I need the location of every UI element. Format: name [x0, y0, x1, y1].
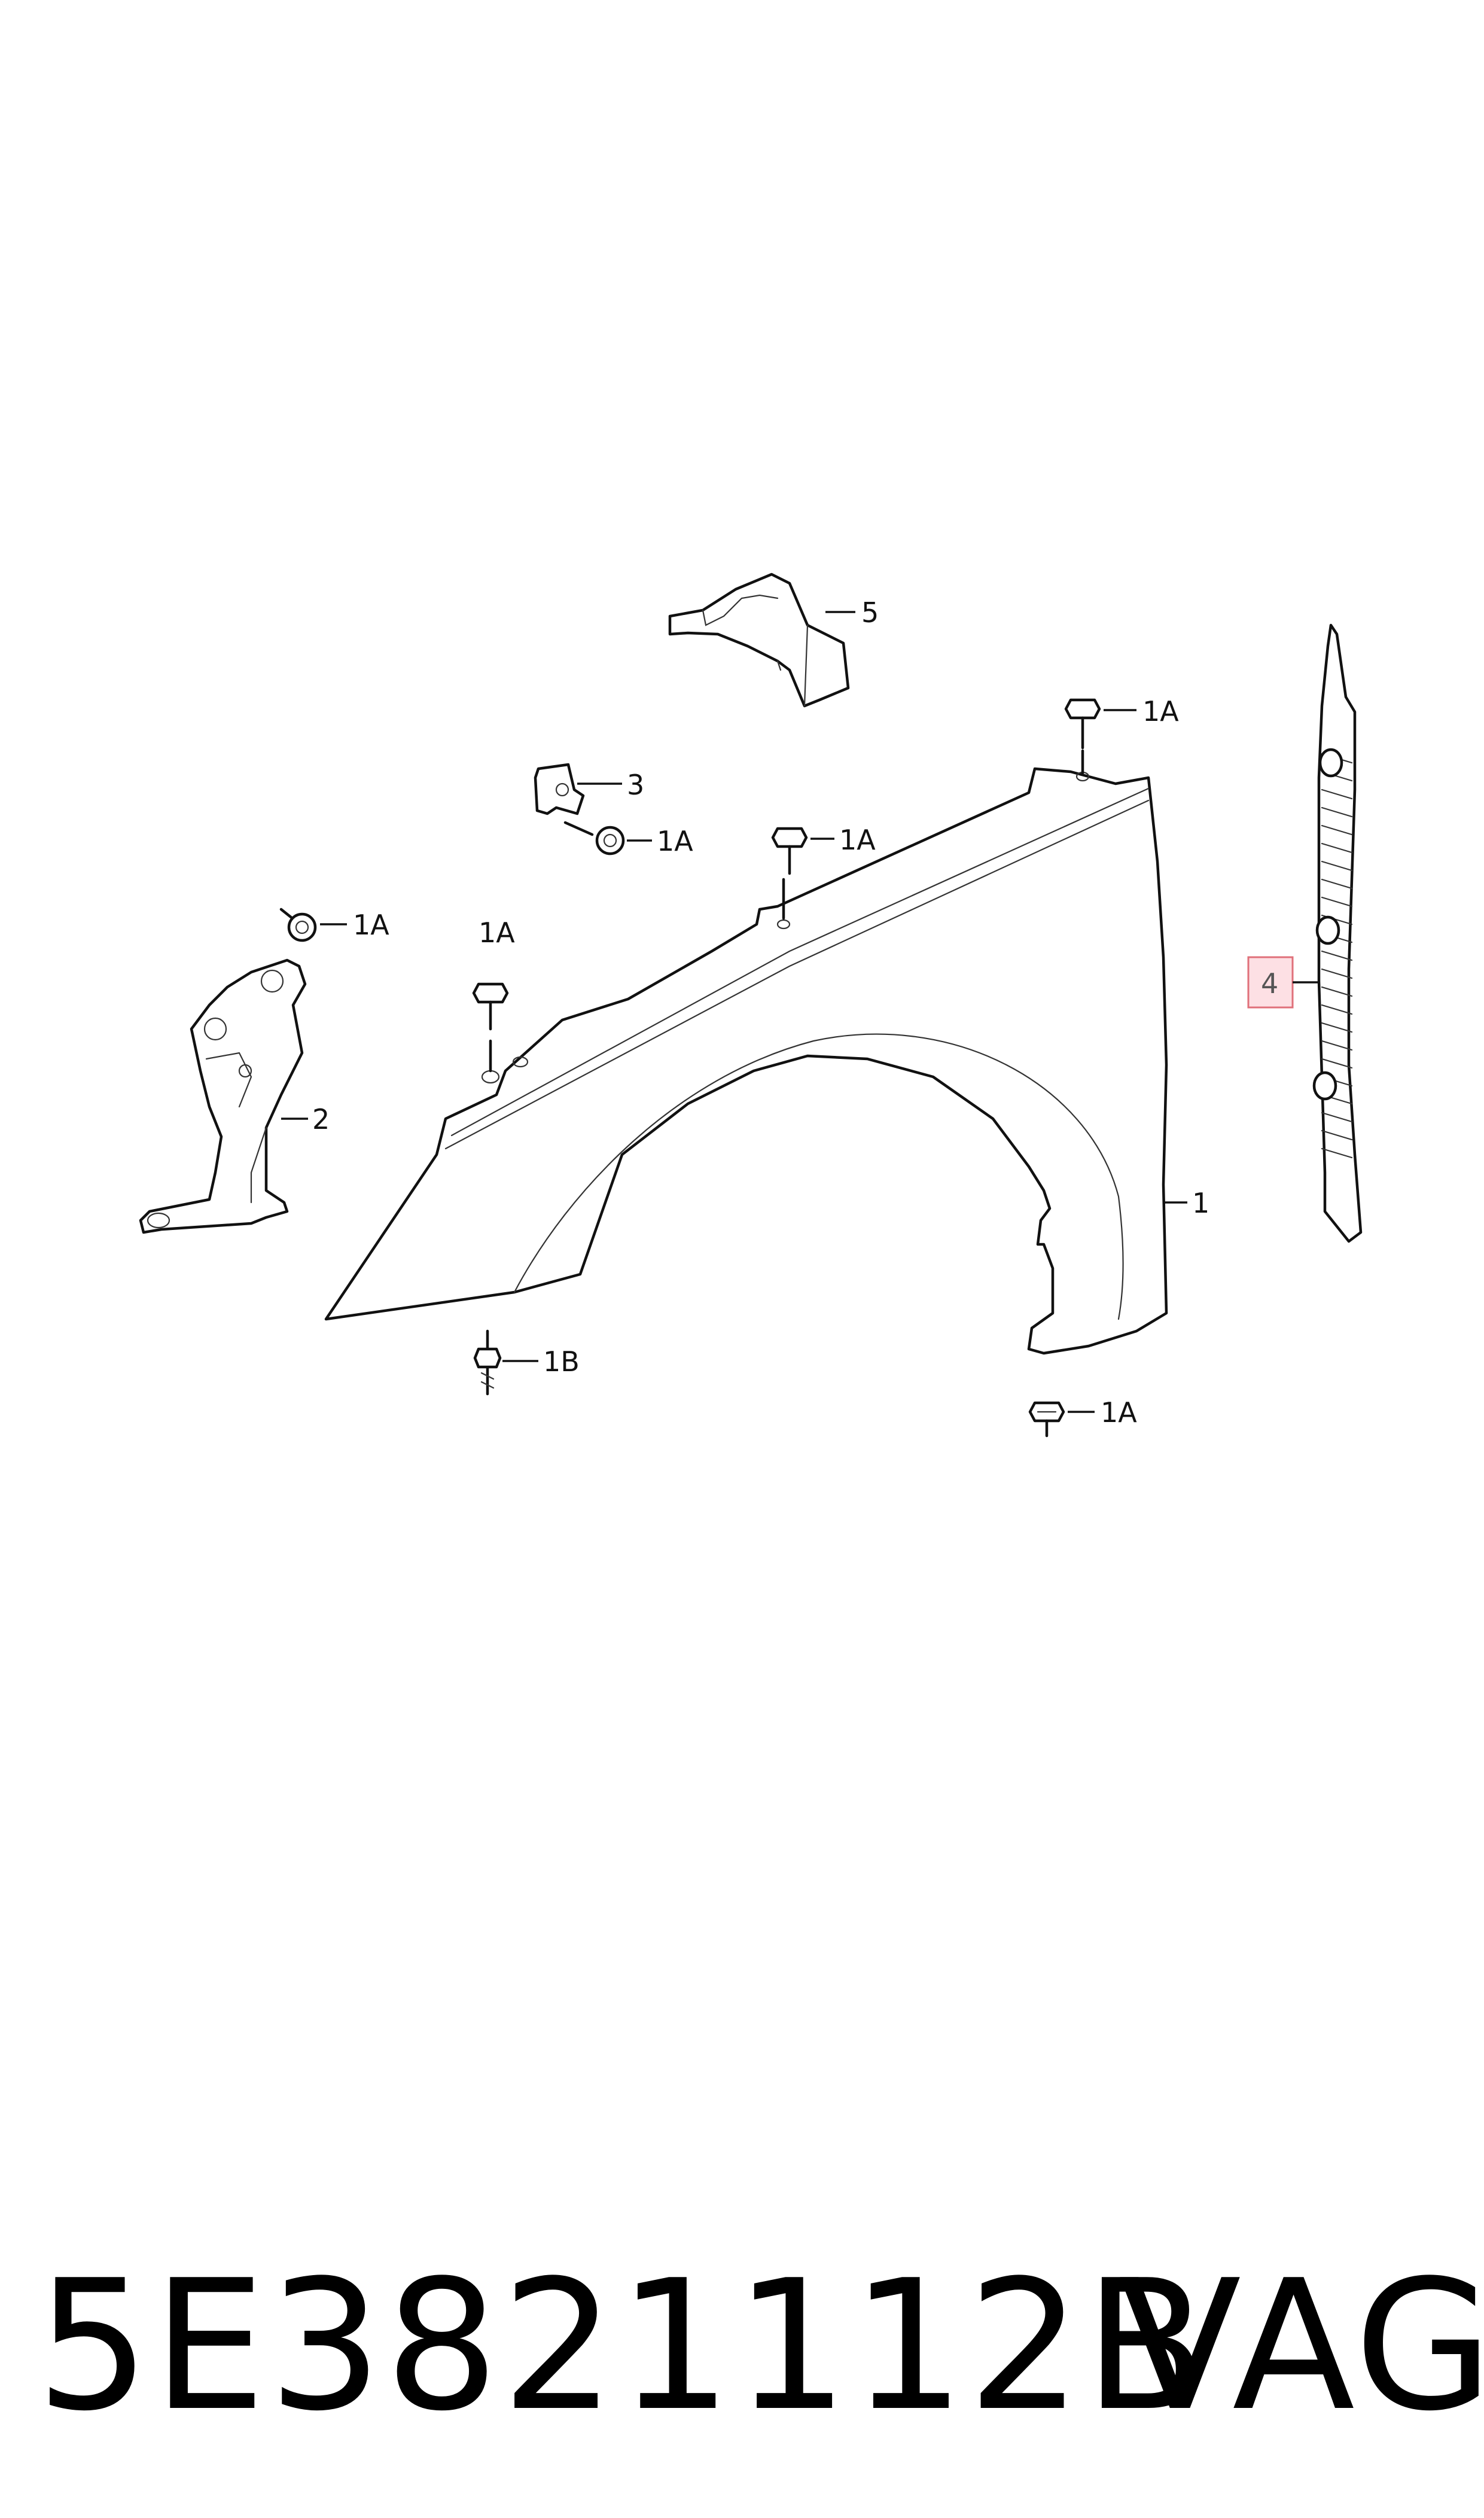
stud-icon	[473, 1329, 502, 1396]
screw-icon	[563, 821, 625, 855]
callout-1: 1	[1192, 1187, 1209, 1219]
callout-1b: 1B	[543, 1345, 580, 1378]
part-3-small-bracket[interactable]	[534, 763, 585, 815]
part-1-fender[interactable]	[324, 767, 1168, 1355]
screw-icon	[771, 827, 808, 920]
callout-1a-bottom: 1A	[1101, 1396, 1137, 1429]
screw-icon	[472, 982, 509, 1073]
callout-1a-3: 1A	[657, 825, 693, 857]
part-4-seal-strip[interactable]	[1312, 623, 1363, 1243]
callout-2: 2	[312, 1103, 330, 1135]
callout-4: 4	[1261, 967, 1278, 1000]
part-number: 5E3821112B	[36, 2242, 1209, 2450]
part-2-bracket[interactable]	[139, 958, 307, 1234]
callout-1a-top: 1A	[1142, 695, 1179, 727]
callout-1a-mid: 1A	[839, 824, 876, 856]
callout-1a-2: 1A	[353, 909, 389, 941]
callout-1a-left: 1A	[479, 917, 515, 949]
brand-label: VAG	[1119, 2242, 1484, 2450]
callout-4-highlight	[1247, 956, 1294, 1009]
callout-5: 5	[861, 596, 879, 629]
screw-icon	[1028, 1401, 1065, 1438]
part-5-insulation[interactable]	[668, 573, 850, 708]
screw-icon	[1064, 698, 1101, 775]
callout-3: 3	[627, 769, 644, 801]
screw-icon	[279, 908, 317, 942]
